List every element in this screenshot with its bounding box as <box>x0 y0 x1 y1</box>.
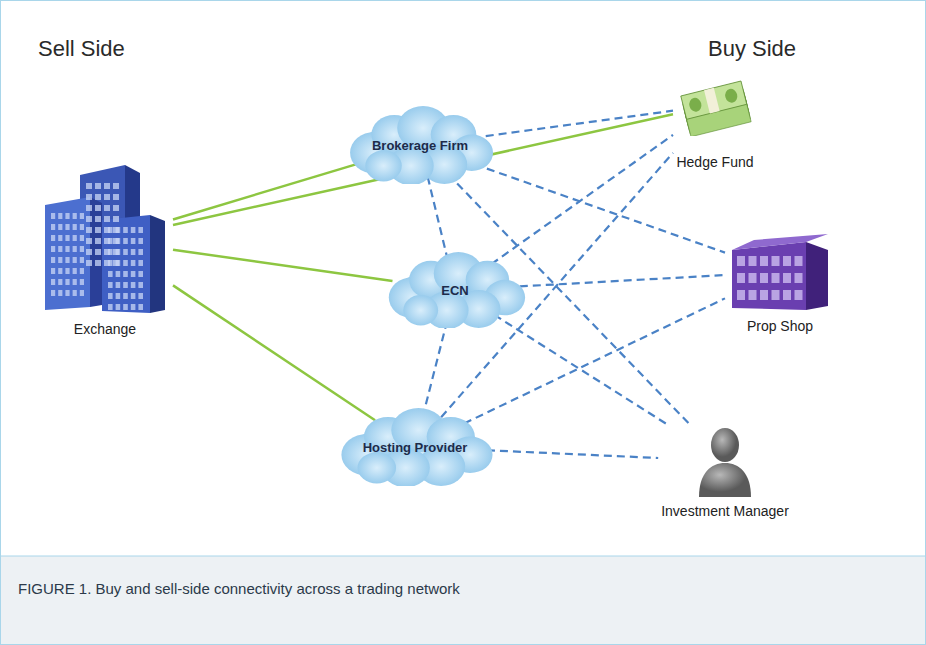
side-heading: Buy Side <box>708 36 796 62</box>
network-link <box>494 315 668 425</box>
cloud-node: ECN <box>383 252 528 328</box>
node-label: Hedge Fund <box>673 154 757 170</box>
caption-panel <box>1 556 925 644</box>
network-link <box>464 298 725 423</box>
cloud-label: Hosting Provider <box>363 440 468 455</box>
exchange-node: Exchange <box>37 165 173 337</box>
hedge-fund-node: Hedge Fund <box>673 74 757 170</box>
network-link <box>428 177 448 259</box>
network-link <box>520 275 725 286</box>
prop-shop-node: Prop Shop <box>725 232 835 334</box>
figure-caption: FIGURE 1. Buy and sell-side connectivity… <box>18 580 460 597</box>
network-link <box>487 450 658 458</box>
building-icon <box>40 165 170 315</box>
money-icon <box>676 74 754 136</box>
side-heading: Sell Side <box>38 36 125 62</box>
caption-divider <box>1 556 925 557</box>
node-label: Investment Manager <box>658 503 792 519</box>
network-link <box>491 135 673 264</box>
exchange-link <box>173 250 392 281</box>
cloud-text-holder: Brokerage Firm <box>344 106 496 184</box>
cloud-label: Brokerage Firm <box>372 138 468 153</box>
cloud-label: ECN <box>441 283 468 298</box>
exchange-link <box>173 285 375 420</box>
cloud-text-holder: Hosting Provider <box>335 408 496 486</box>
person-icon <box>697 425 753 497</box>
network-link <box>486 111 673 136</box>
node-label: Prop Shop <box>725 318 835 334</box>
cloud-text-holder: ECN <box>383 252 528 328</box>
cloud-node: Hosting Provider <box>335 408 496 486</box>
network-link <box>448 174 690 425</box>
cloud-node: Brokerage Firm <box>344 106 496 184</box>
network-link <box>423 321 447 415</box>
node-label: Exchange <box>37 321 173 337</box>
investment-manager-node: Investment Manager <box>658 425 792 519</box>
exchange-link <box>173 162 362 219</box>
shop-icon <box>728 232 832 312</box>
network-link <box>441 153 673 417</box>
